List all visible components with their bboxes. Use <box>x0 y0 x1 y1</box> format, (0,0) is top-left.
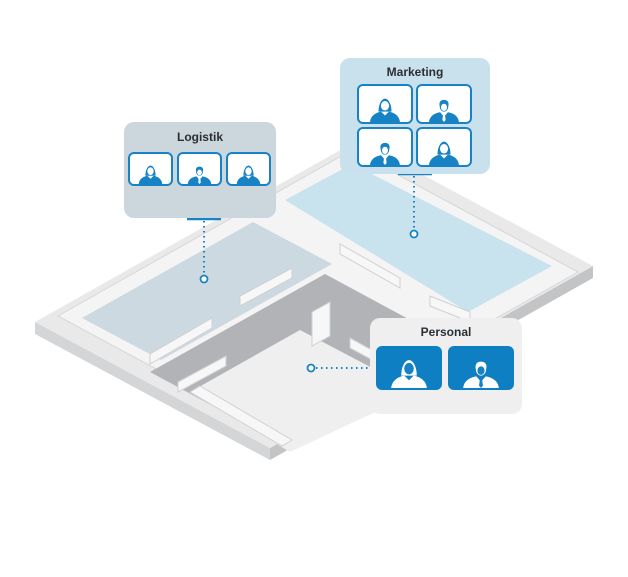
woman-icon <box>429 141 459 165</box>
marketing-member-2-man-icon[interactable] <box>416 84 472 124</box>
marketing-member-3-man-icon[interactable] <box>357 127 413 167</box>
marketing-member-1-woman-icon[interactable] <box>357 84 413 124</box>
woman-icon <box>138 165 163 184</box>
woman-icon <box>236 165 261 184</box>
marketing-zone <box>285 164 552 312</box>
woman-icon <box>391 360 427 388</box>
marketing-card[interactable]: Marketing <box>340 58 490 174</box>
logistik-member-1-woman-icon[interactable] <box>128 152 173 186</box>
man-icon <box>370 142 400 165</box>
personal-location-marker <box>306 363 316 373</box>
man-icon <box>463 361 499 388</box>
personal-member-2-man-icon[interactable] <box>448 346 514 390</box>
logistik-location-marker <box>199 274 209 284</box>
personal-card[interactable]: Personal <box>370 318 522 414</box>
logistik-zone <box>82 222 332 360</box>
connector-marketing <box>398 172 432 239</box>
man-icon <box>429 99 459 122</box>
logistik-card[interactable]: Logistik <box>124 122 276 218</box>
woman-icon <box>370 98 400 122</box>
interior-walls <box>149 243 471 447</box>
connector-logistik <box>187 217 221 284</box>
logistik-member-3-woman-icon[interactable] <box>226 152 271 186</box>
marketing-location-marker <box>409 229 419 239</box>
floor-slab-left-face <box>35 322 270 460</box>
personal-title: Personal <box>420 325 472 339</box>
logistik-member-2-man-icon[interactable] <box>177 152 222 186</box>
logistik-title: Logistik <box>176 130 223 144</box>
man-icon <box>187 166 212 184</box>
marketing-title: Marketing <box>386 65 444 79</box>
marketing-member-4-woman-icon[interactable] <box>416 127 472 167</box>
personal-member-1-woman-icon[interactable] <box>376 346 442 390</box>
